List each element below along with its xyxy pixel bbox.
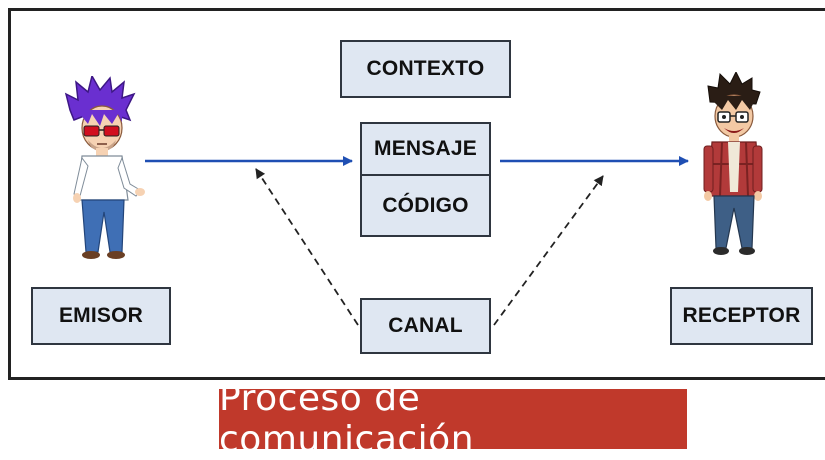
contexto-box: CONTEXTO	[340, 40, 511, 98]
arrow-canal-to-receptor-path	[493, 175, 604, 326]
receiver-character-icon	[703, 72, 763, 255]
mensaje-box: MENSAJE	[360, 122, 491, 176]
arrow-canal-to-emisor-path	[255, 168, 359, 326]
receptor-box: RECEPTOR	[670, 287, 813, 345]
codigo-box: CÓDIGO	[360, 174, 491, 237]
diagram-title: Proceso de comunicación	[219, 378, 687, 460]
canal-box: CANAL	[360, 298, 491, 354]
diagram-connectors	[145, 156, 689, 326]
emisor-box: EMISOR	[31, 287, 171, 345]
sender-character-icon	[64, 76, 145, 259]
